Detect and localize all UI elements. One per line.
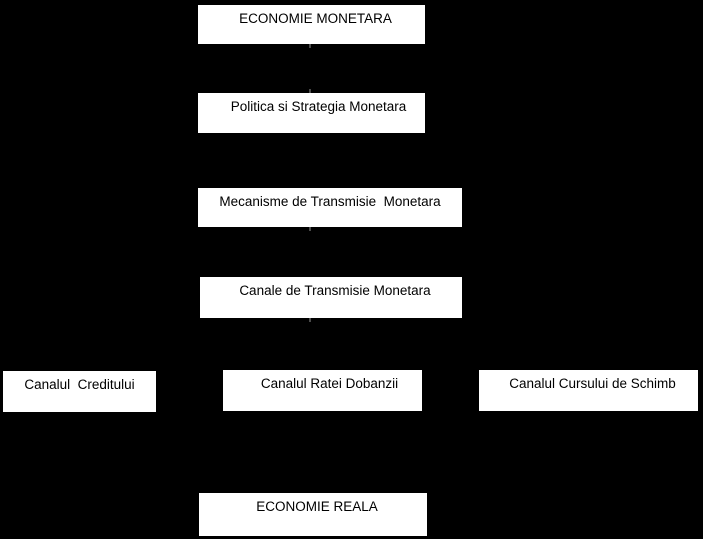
node-canalul-creditului: Canalul Creditului: [3, 371, 156, 412]
node-label: Mecanisme de Transmisie Monetara: [219, 194, 441, 209]
node-label: Canalul Cursului de Schimb: [509, 376, 676, 391]
connector-stub-below-mecanisme: [309, 227, 311, 231]
node-label: Politica si Strategia Monetara: [230, 99, 407, 114]
node-politica-strategia: Politica si Strategia Monetara: [198, 93, 425, 133]
connector-stub-below-canale: [309, 318, 311, 322]
node-economie-monetara: ECONOMIE MONETARA: [198, 5, 425, 44]
node-label: ECONOMIE MONETARA: [239, 11, 392, 26]
node-label: Canalul Creditului: [24, 377, 135, 392]
node-economie-reala: ECONOMIE REALA: [199, 493, 427, 536]
connector-stub-below-economie-monetara: [309, 44, 311, 48]
node-label: ECONOMIE REALA: [256, 499, 378, 514]
node-label: Canale de Transmisie Monetara: [239, 283, 431, 298]
node-mecanisme-transmisie: Mecanisme de Transmisie Monetara: [198, 188, 462, 227]
node-label: Canalul Ratei Dobanzii: [260, 376, 399, 391]
node-canalul-cursului-schimb: Canalul Cursului de Schimb: [479, 370, 698, 411]
connector-stub-above-politica: [309, 89, 311, 93]
node-canale-transmisie: Canale de Transmisie Monetara: [200, 277, 462, 318]
node-canalul-ratei-dobanzii: Canalul Ratei Dobanzii: [223, 370, 422, 411]
